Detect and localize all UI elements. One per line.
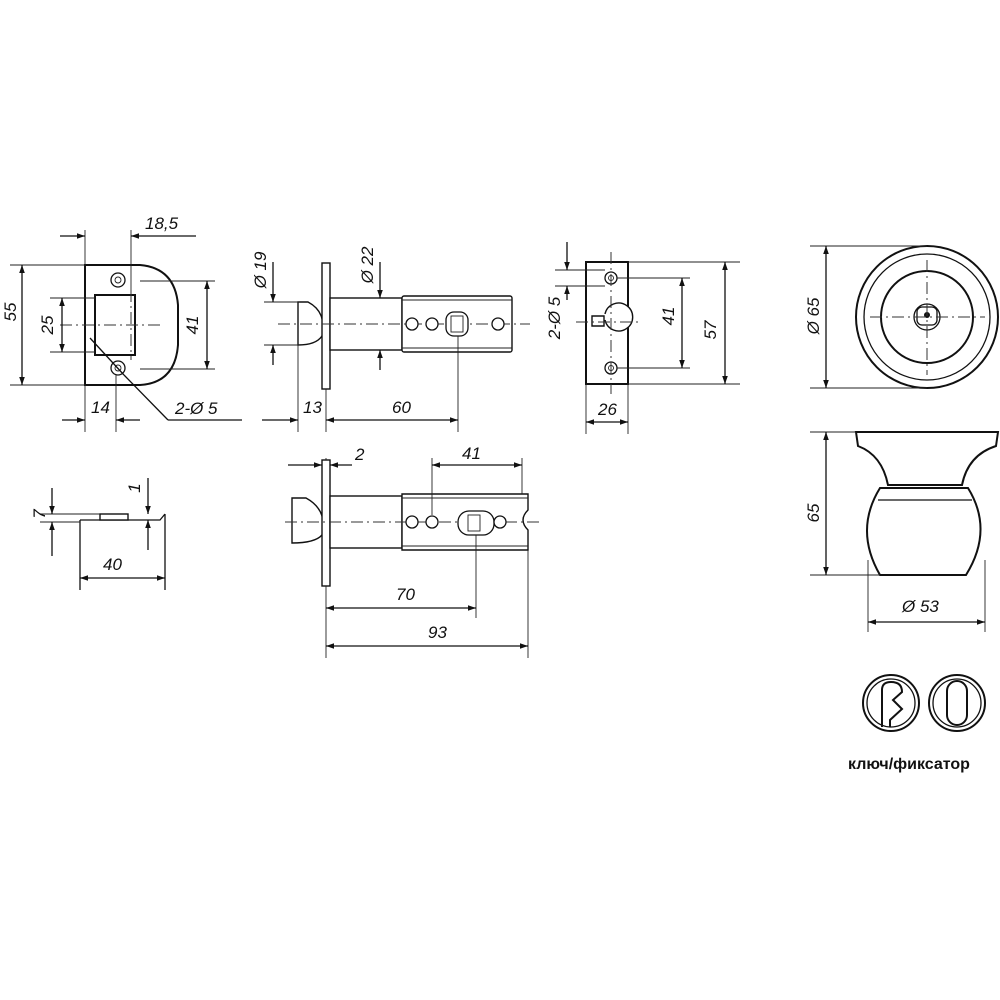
dim-strike-side-lip: 1: [125, 483, 144, 492]
dim-latch-face-to-body: 13: [303, 398, 322, 417]
screw-hole-top: [110, 272, 126, 288]
dim-strike-opening-height: 25: [38, 315, 57, 335]
dim-strike-hole-offset: 14: [91, 398, 110, 417]
knob-rosette-side: [854, 431, 1000, 486]
label-faceplate-holes: 2-Ø 5: [545, 296, 564, 340]
dim-latch-diameter-large: Ø 22: [358, 246, 377, 284]
dim-faceplate-hole-spacing: 41: [659, 307, 678, 326]
knob-ball: [866, 487, 982, 576]
dim-latch-tail-length: 41: [462, 444, 481, 463]
latch-side-view: Ø 19 Ø 22 13 60: [251, 246, 530, 432]
latch-extended-faceplate: [321, 459, 331, 587]
latch-extended-view: 2 41 70 93: [285, 444, 540, 658]
dim-faceplate-width: 26: [597, 400, 617, 419]
strike-plate-view: 18,5 55 25 41 14 2-Ø 5: [1, 214, 242, 432]
dim-strike-width-total: 18,5: [145, 214, 179, 233]
dim-strike-side-length: 40: [103, 555, 122, 574]
dim-latch-backset-60: 60: [392, 398, 411, 417]
strike-side-view: 7 1 40: [30, 478, 166, 590]
dim-knob-side-height: 65: [804, 503, 823, 522]
thumbturn-icon: [928, 674, 986, 732]
dim-latch-diameter-small: Ø 19: [251, 251, 270, 289]
latch-faceplate: [321, 262, 331, 390]
label-strike-holes: 2-Ø 5: [174, 399, 218, 418]
dim-latch-faceplate-thickness: 2: [354, 445, 365, 464]
knob-side-view: 65 Ø 53: [804, 431, 1000, 632]
latch-extended-bolt: [291, 497, 324, 544]
dim-strike-height-outer: 55: [1, 302, 20, 321]
knob-front-view: Ø 65: [804, 245, 999, 389]
faceplate-view: 2-Ø 5 41 57 26: [545, 242, 740, 434]
dim-knob-side-diameter: Ø 53: [901, 597, 939, 616]
dim-knob-front-diameter: Ø 65: [804, 297, 823, 335]
dim-latch-backset-70: 70: [396, 585, 415, 604]
function-icons: ключ/фиксатор: [848, 674, 986, 773]
strike-plate-outline: [84, 264, 179, 386]
dim-latch-overall: 93: [428, 623, 447, 642]
dim-strike-plate-height: 41: [183, 316, 202, 335]
key-icon: [862, 674, 920, 732]
function-caption: ключ/фиксатор: [848, 756, 970, 773]
dim-faceplate-height: 57: [701, 320, 720, 339]
dim-strike-side-depth: 7: [30, 509, 49, 519]
